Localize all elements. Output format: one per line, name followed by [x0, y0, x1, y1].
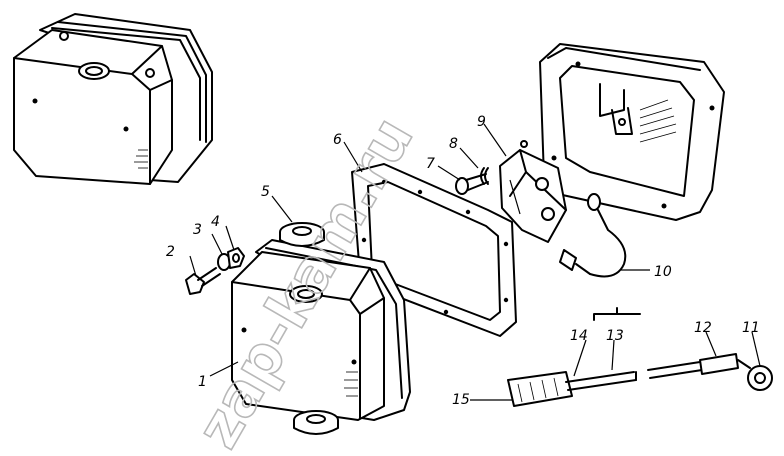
- label-part-9: 9: [477, 114, 486, 130]
- connecting-wire: [559, 193, 627, 278]
- label-part-15: 15: [452, 392, 470, 408]
- label-part-8: 8: [449, 136, 458, 152]
- label-part-13: 13: [606, 328, 624, 344]
- leader-lines: [189, 123, 761, 401]
- label-part-3: 3: [193, 222, 202, 238]
- mounting-frame: [539, 43, 725, 221]
- grommet-upper: [279, 222, 325, 247]
- cable-assembly: [507, 307, 773, 407]
- label-part-6: 6: [333, 132, 342, 148]
- assembled-housing: [13, 13, 213, 185]
- label-part-5: 5: [261, 184, 270, 200]
- label-part-1: 1: [198, 374, 207, 390]
- nut: [227, 247, 245, 269]
- label-part-2: 2: [166, 244, 175, 260]
- label-part-11: 11: [742, 320, 760, 336]
- label-part-14: 14: [570, 328, 588, 344]
- bolt: [185, 267, 221, 295]
- label-part-10: 10: [654, 264, 672, 280]
- spring-washer: [480, 167, 489, 185]
- switch-block: [499, 140, 567, 243]
- label-part-12: 12: [694, 320, 712, 336]
- lamp-housing: [231, 239, 411, 421]
- label-part-7: 7: [426, 156, 435, 172]
- label-part-4: 4: [211, 214, 220, 230]
- grommet-lower: [293, 410, 339, 435]
